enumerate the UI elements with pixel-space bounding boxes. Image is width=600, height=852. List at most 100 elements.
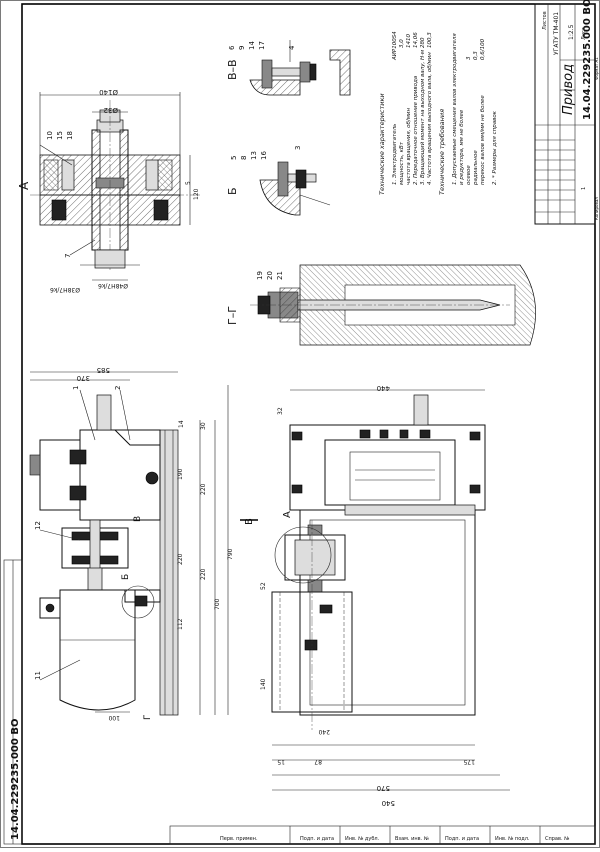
dim-h140: 140 xyxy=(260,678,267,690)
req-item-2: осевое xyxy=(466,165,472,185)
dim-d38: Ø38H7/k6 xyxy=(50,286,80,293)
title-block: 14.04.229235.000 ВО Привод Лист 1:2.5 УГ… xyxy=(534,0,599,225)
balloon-8: 8 xyxy=(240,156,248,160)
dim-w32: 32 xyxy=(277,407,284,415)
tech-value-1: 3,0 xyxy=(399,39,405,48)
view-vv-label: В–В xyxy=(226,59,239,80)
view-gg-label: Г–Г xyxy=(226,306,239,325)
view-vv-detail: В–В 6 9 14 17 4 xyxy=(226,40,351,96)
req-value-3: 0,3 xyxy=(473,51,479,60)
dim-h220b: 220 xyxy=(177,553,184,565)
balloon-11: 11 xyxy=(34,671,42,680)
dim-d32: Ø32 xyxy=(104,106,118,114)
balloon-6: 6 xyxy=(228,45,236,50)
req-value-4: 0,6/100 xyxy=(480,38,486,60)
dim-h790: 790 xyxy=(227,548,234,560)
balloon-10: 10 xyxy=(46,131,54,140)
title-sheet-label: Лист xyxy=(581,27,587,40)
title-format: Формат А1 xyxy=(594,57,599,80)
dim-h220a: 220 xyxy=(200,483,207,495)
dim-w440: 440 xyxy=(377,384,390,392)
balloon-18: 18 xyxy=(66,131,74,140)
balloon-2: 2 xyxy=(114,386,122,390)
balloon-13: 13 xyxy=(250,151,258,160)
dim-h700: 700 xyxy=(214,598,221,610)
dim-w370: 370 xyxy=(77,374,90,382)
dim-h30: 30 xyxy=(200,422,207,430)
balloon-17: 17 xyxy=(258,41,266,50)
stamp-label-1: Инв. № дубл. xyxy=(345,836,380,842)
title-copied: Копировал xyxy=(594,197,599,220)
dim-h190: 190 xyxy=(177,468,184,480)
req-item-3: радиальное xyxy=(473,150,479,186)
tech-value-2: 1410 xyxy=(406,34,412,48)
req-value-2: 3 xyxy=(466,56,472,60)
section-g-marker: Г xyxy=(143,715,153,721)
dim-w100: 100 xyxy=(108,714,120,721)
balloon-12: 12 xyxy=(34,521,42,530)
tech-item-3: 2. Передаточное отношение привода xyxy=(413,75,419,185)
section-a-marker: А xyxy=(282,511,293,518)
view-b-label: Б xyxy=(226,187,239,195)
tech-reqs-heading: Технические требования xyxy=(438,109,446,195)
balloon-14: 14 xyxy=(248,41,256,50)
req-item-0: 1. Допускаемые смещения валов электродви… xyxy=(452,33,458,185)
front-view-drive: 440 32 52 140 15 87 175 570 540 240 В А xyxy=(240,384,510,807)
dim-w570: 570 xyxy=(377,784,390,792)
dim-w585: 585 xyxy=(97,366,110,374)
balloon-4: 4 xyxy=(288,45,296,50)
title-sheet-num: 1 xyxy=(581,187,587,190)
stamp-label-2: Взам. инв. № xyxy=(395,836,430,842)
title-sheets-label: Листов xyxy=(542,11,548,30)
title-org: УГАТУ ТМ-401 xyxy=(553,12,560,55)
tech-value-0: АИР100S4 xyxy=(392,31,398,61)
side-designation: 14.04.229235.000 ВО xyxy=(10,719,21,840)
title-scale: 1:2.5 xyxy=(568,24,575,40)
req-item-1: и редуктора, мм не более xyxy=(459,109,465,185)
stamp-label-4: Инв. № подл. xyxy=(495,836,530,842)
balloon-1: 1 xyxy=(72,386,80,390)
balloon-21: 21 xyxy=(276,271,284,280)
dim-h5: 5 xyxy=(185,181,192,185)
view-gg-anchor: Г–Г 19 20 21 xyxy=(226,264,536,346)
dim-h52: 52 xyxy=(260,582,267,590)
tech-item-4: 3. Вращающий момент на выходном валу, Н·… xyxy=(420,50,426,185)
req-item-4: перекос валов мм/мм не более xyxy=(480,95,486,185)
dim-d140: Ø140 xyxy=(99,88,118,96)
tech-value-4: 280 xyxy=(420,37,426,48)
stamp-label-3: Подп. и дата xyxy=(445,836,479,842)
balloon-15: 15 xyxy=(56,131,64,140)
dim-w87: 87 xyxy=(314,758,322,765)
view-a-label: А xyxy=(17,181,31,190)
balloon-7: 7 xyxy=(64,254,72,258)
tech-characteristics: Технические характеристики 1. Электродви… xyxy=(378,31,433,195)
section-b-marker: Б xyxy=(121,574,131,580)
balloon-20: 20 xyxy=(266,271,274,280)
dim-w15: 15 xyxy=(277,758,285,765)
balloon-9: 9 xyxy=(238,46,246,50)
balloon-19: 19 xyxy=(256,271,264,280)
side-stamp: 14.04.229235.000 ВО xyxy=(3,559,23,845)
dim-h120: 120 xyxy=(193,188,200,200)
stamp-label-5: Справ. № xyxy=(545,836,570,842)
section-v-marker-left: В xyxy=(133,516,143,522)
dim-w175: 175 xyxy=(463,758,475,765)
balloon-16: 16 xyxy=(260,151,268,160)
tech-item-2: частота вращения, об/мин xyxy=(406,107,412,185)
title-designation: 14.04.229235.000 ВО xyxy=(582,0,593,120)
dim-w240: 240 xyxy=(318,728,330,735)
tech-value-3: 14,06 xyxy=(413,32,419,48)
dim-h220c: 220 xyxy=(200,568,207,580)
req-item-5: 2. * Размеры для справок xyxy=(492,110,498,185)
view-a-coupling-section: А Ø140 Ø32 Ø48H7/k6 Ø38H7/k6 1 xyxy=(17,88,200,293)
tech-item-1: мощность, кВт xyxy=(399,141,405,185)
side-view-drive: 585 370 30 14 190 220 220 220 112 700 79… xyxy=(29,366,234,721)
dim-w14: 14 xyxy=(178,420,185,428)
stamp-label-0: Подп. и дата xyxy=(300,836,334,842)
bottom-stamp: Подп. и дата Инв. № дубл. Взам. инв. № П… xyxy=(169,825,596,845)
tech-chars-heading: Технические характеристики xyxy=(378,93,386,195)
tech-value-5: 100,3 xyxy=(427,32,433,48)
balloon-3: 3 xyxy=(294,146,302,150)
